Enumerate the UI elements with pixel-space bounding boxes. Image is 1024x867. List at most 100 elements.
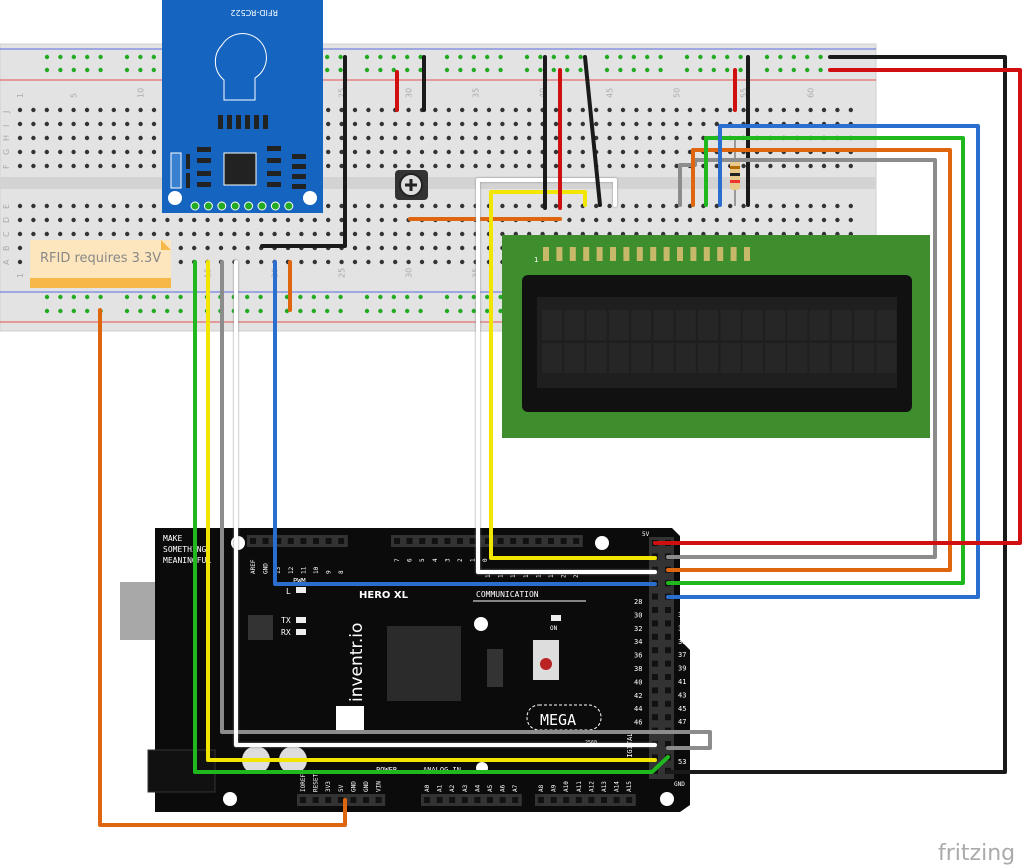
breadboard-hole[interactable] [446, 149, 451, 155]
breadboard-hole[interactable] [165, 231, 170, 237]
rail-hole[interactable] [138, 308, 143, 314]
rail-hole[interactable] [391, 54, 396, 60]
breadboard-hole[interactable] [553, 163, 559, 169]
breadboard-hole[interactable] [460, 231, 465, 237]
breadboard-hole[interactable] [366, 163, 371, 169]
breadboard-hole[interactable] [71, 203, 76, 209]
breadboard-hole[interactable] [446, 107, 451, 113]
rail-hole[interactable] [764, 54, 770, 60]
breadboard-hole[interactable] [580, 217, 585, 223]
breadboard-hole[interactable] [58, 217, 63, 223]
rail-hole[interactable] [405, 67, 410, 73]
breadboard-hole[interactable] [674, 107, 679, 113]
breadboard-hole[interactable] [580, 163, 585, 169]
breadboard-hole[interactable] [486, 121, 492, 127]
breadboard-hole[interactable] [567, 149, 572, 155]
rail-hole[interactable] [405, 294, 410, 300]
rail-hole[interactable] [471, 308, 476, 314]
rail-hole[interactable] [325, 67, 330, 73]
rail-hole[interactable] [325, 54, 330, 60]
header-pin[interactable] [652, 607, 658, 613]
breadboard-hole[interactable] [393, 203, 398, 209]
breadboard-hole[interactable] [848, 107, 853, 113]
header-pin[interactable] [665, 633, 671, 640]
breadboard-hole[interactable] [98, 135, 103, 141]
breadboard-hole[interactable] [379, 163, 384, 169]
breadboard-hole[interactable] [419, 135, 425, 141]
breadboard-hole[interactable] [848, 217, 853, 223]
rfid-pin[interactable] [203, 201, 213, 211]
breadboard-hole[interactable] [125, 135, 130, 141]
breadboard-hole[interactable] [741, 163, 746, 169]
wire-green-lcd[interactable] [666, 136, 965, 585]
breadboard-hole[interactable] [379, 149, 384, 155]
rail-hole[interactable] [538, 54, 543, 60]
breadboard-hole[interactable] [433, 259, 438, 265]
rail-hole[interactable] [165, 308, 170, 314]
breadboard-hole[interactable] [714, 121, 719, 127]
rail-hole[interactable] [471, 67, 476, 73]
breadboard-hole[interactable] [406, 259, 411, 265]
breadboard-hole[interactable] [527, 135, 532, 141]
breadboard-hole[interactable] [835, 217, 840, 223]
header-pin[interactable] [375, 797, 382, 803]
breadboard-hole[interactable] [486, 135, 492, 141]
breadboard-hole[interactable] [620, 163, 626, 169]
rail-hole[interactable] [58, 294, 63, 300]
breadboard-hole[interactable] [178, 259, 183, 265]
breadboard-hole[interactable] [218, 245, 224, 251]
breadboard-hole[interactable] [701, 107, 706, 113]
breadboard-hole[interactable] [567, 217, 572, 223]
breadboard-hole[interactable] [620, 135, 626, 141]
breadboard-hole[interactable] [125, 163, 130, 169]
breadboard-hole[interactable] [366, 245, 371, 251]
rail-hole[interactable] [311, 294, 316, 300]
rfid-pin[interactable] [217, 201, 227, 211]
breadboard-hole[interactable] [620, 107, 626, 113]
breadboard-hole[interactable] [379, 203, 384, 209]
breadboard-hole[interactable] [607, 135, 612, 141]
header-pin[interactable] [394, 538, 400, 544]
lcd-pin[interactable] [730, 247, 737, 261]
breadboard-hole[interactable] [808, 217, 813, 223]
breadboard-hole[interactable] [513, 135, 518, 141]
breadboard-hole[interactable] [17, 217, 23, 223]
breadboard-hole[interactable] [687, 107, 693, 113]
breadboard-hole[interactable] [17, 245, 23, 251]
breadboard-hole[interactable] [433, 231, 438, 237]
breadboard-hole[interactable] [138, 121, 143, 127]
header-pin[interactable] [262, 538, 269, 544]
breadboard-hole[interactable] [379, 259, 384, 265]
breadboard-hole[interactable] [71, 121, 76, 127]
breadboard-hole[interactable] [71, 217, 76, 223]
header-pin[interactable] [275, 538, 282, 544]
breadboard-hole[interactable] [245, 217, 250, 223]
breadboard-hole[interactable] [594, 121, 599, 127]
breadboard-hole[interactable] [580, 149, 585, 155]
rail-hole[interactable] [151, 67, 156, 73]
header-pin[interactable] [652, 566, 658, 573]
header-pin[interactable] [449, 797, 456, 803]
breadboard-hole[interactable] [419, 245, 425, 251]
rail-hole[interactable] [631, 67, 636, 73]
breadboard-hole[interactable] [71, 107, 76, 113]
rail-hole[interactable] [298, 308, 303, 314]
breadboard-hole[interactable] [44, 121, 49, 127]
wire-black-rfid-gnd[interactable] [260, 55, 347, 248]
rail-hole[interactable] [458, 67, 463, 73]
rail-hole[interactable] [124, 308, 130, 314]
breadboard-hole[interactable] [366, 149, 371, 155]
breadboard-hole[interactable] [433, 245, 438, 251]
breadboard-hole[interactable] [419, 163, 425, 169]
breadboard-hole[interactable] [44, 107, 49, 113]
rail-hole[interactable] [178, 294, 183, 300]
breadboard-hole[interactable] [44, 149, 49, 155]
header-pin[interactable] [522, 538, 529, 544]
header-pin[interactable] [406, 538, 413, 544]
rail-hole[interactable] [245, 308, 250, 314]
breadboard-hole[interactable] [379, 107, 384, 113]
rail-hole[interactable] [338, 294, 343, 300]
breadboard-hole[interactable] [138, 231, 143, 237]
rail-hole[interactable] [58, 54, 63, 60]
breadboard-hole[interactable] [406, 231, 411, 237]
